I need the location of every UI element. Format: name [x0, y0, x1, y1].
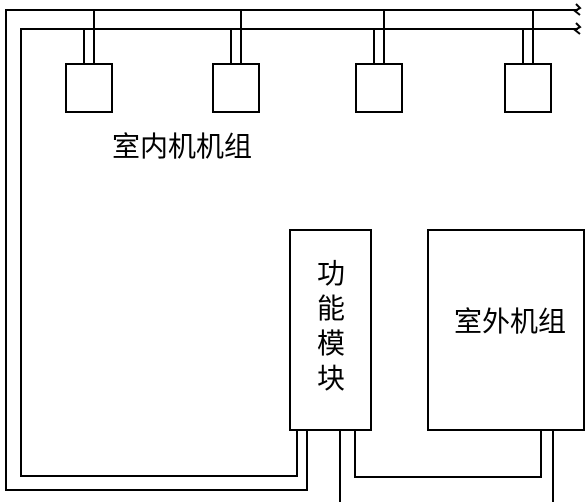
module-label-char: 能: [317, 292, 345, 325]
main-pipe-lines: [5, 9, 578, 491]
branch-pipe-1: [83, 10, 95, 64]
outer-main-pipe: [5, 9, 578, 491]
outdoor-unit-box: [427, 229, 585, 431]
branch-pipe-3: [373, 10, 385, 64]
pipe-break-marks: [573, 3, 582, 35]
break-mark-top: [573, 3, 582, 16]
module-label-char: 模: [317, 327, 345, 360]
module-outdoor-pipes: [339, 430, 554, 502]
connection-pipe-outer: [339, 430, 554, 502]
outdoor-unit-label: 室外机组: [454, 305, 566, 338]
connection-pipe-inner: [354, 430, 542, 478]
module-label-char: 块: [317, 362, 345, 395]
function-module-label: 功 能 模 块: [317, 257, 345, 395]
function-module-box: [289, 229, 372, 431]
module-label-char: 功: [317, 257, 345, 290]
indoor-unit-1: [65, 63, 113, 113]
indoor-unit-3: [355, 63, 403, 113]
branch-pipe-4: [522, 10, 534, 64]
indoor-branch-pipes: [83, 10, 534, 64]
break-mark-bottom: [573, 22, 582, 35]
indoor-unit-2: [212, 63, 260, 113]
inner-main-pipe: [20, 28, 578, 477]
indoor-units: [65, 63, 552, 113]
branch-pipe-2: [230, 10, 242, 64]
indoor-unit-4: [504, 63, 552, 113]
indoor-units-label: 室内机机组: [112, 130, 252, 163]
